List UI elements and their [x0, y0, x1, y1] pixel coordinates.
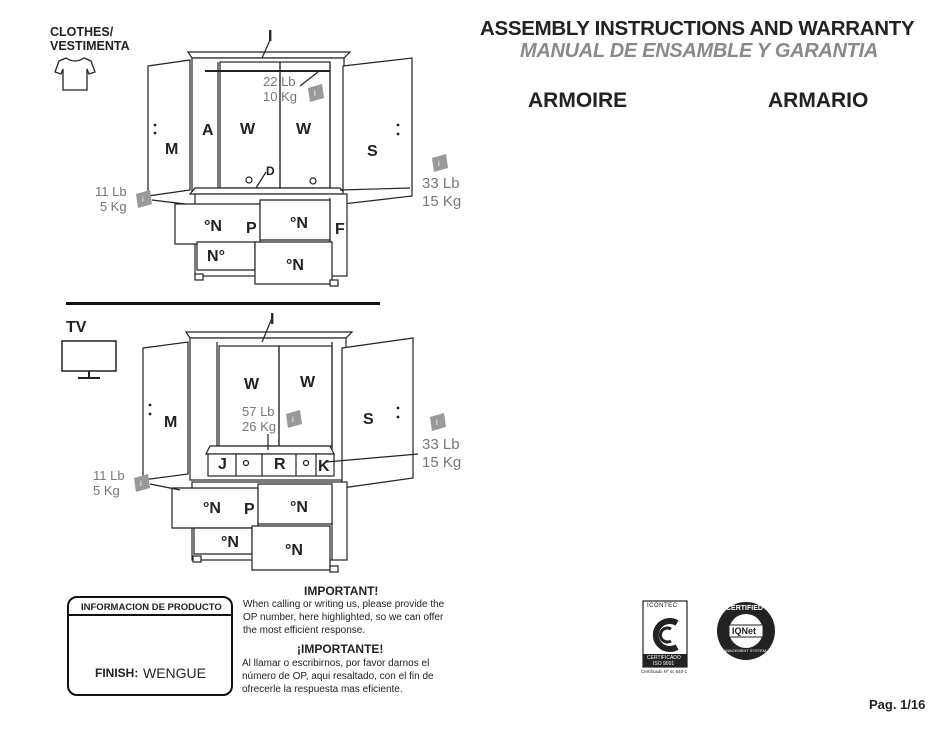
important-title: IMPORTANT!	[304, 584, 379, 598]
part-label-N: °N	[286, 257, 304, 274]
product-name-en: ARMOIRE	[528, 89, 628, 112]
title-es: MANUAL DE ENSAMBLE Y GARANTIA	[520, 40, 878, 62]
clothes-label-en: CLOTHES/	[50, 25, 114, 39]
part-label-N: N°	[207, 248, 225, 265]
part-label-R: R	[274, 456, 286, 473]
page-number: Pag. 1/16	[869, 697, 926, 712]
part-label-P: P	[244, 501, 255, 518]
icontec-logo: ICONTEC CERTIFICADO ISO 9001 Certificado…	[641, 599, 691, 677]
part-label-N: °N	[221, 534, 239, 551]
part-label-A: A	[202, 122, 214, 139]
product-info-box: INFORMACION DE PRODUCTO FINISH: WENGUE	[67, 596, 233, 696]
part-label-S: S	[363, 411, 374, 428]
part-label-F: F	[335, 221, 345, 238]
product-info-divider	[67, 614, 233, 616]
svg-text:i: i	[292, 415, 294, 424]
title-en: ASSEMBLY INSTRUCTIONS AND WARRANTY	[480, 17, 915, 40]
part-label-M: M	[165, 141, 179, 158]
product-info-title: INFORMACION DE PRODUCTO	[81, 602, 222, 613]
iqnet-bottom: MANAGEMENT SYSTEM	[720, 648, 767, 653]
svg-text:i: i	[314, 89, 316, 98]
importante-title: ¡IMPORTANTE!	[297, 642, 384, 656]
part-label-N: °N	[285, 542, 303, 559]
part-label-I: I	[270, 311, 275, 328]
part-label-M: M	[164, 414, 178, 431]
part-label-K: K	[318, 458, 330, 475]
part-label-D: D	[266, 164, 275, 178]
icontec-top: ICONTEC	[647, 603, 678, 609]
part-label-P: P	[246, 220, 257, 237]
section-divider	[66, 302, 380, 305]
part-label-N: °N	[204, 218, 222, 235]
part-label-W: W	[300, 374, 316, 391]
tv-label: TV	[66, 319, 87, 336]
part-label-S: S	[367, 143, 378, 160]
icontec-bottom: CERTIFICADO	[647, 655, 681, 661]
icontec-bottom-iso: ISO 9001	[653, 661, 675, 667]
finish-label: FINISH:	[95, 666, 139, 680]
important-text-es: Al llamar o escribirnos, por favor darno…	[242, 658, 434, 695]
product-name-es: ARMARIO	[768, 89, 869, 112]
clothes-label: CLOTHES/ VESTIMENTA	[50, 25, 130, 53]
part-label-N: °N	[203, 500, 221, 517]
svg-text:i: i	[140, 479, 142, 488]
finish-value: WENGUE	[143, 665, 206, 681]
part-label-N: °N	[290, 215, 308, 232]
part-label-W: W	[296, 121, 312, 138]
part-label-J: J	[218, 456, 227, 473]
part-label-W: W	[240, 121, 256, 138]
iqnet-name: IQNet	[732, 626, 757, 636]
iqnet-top: CERTIFIED	[726, 605, 763, 612]
part-label-N: °N	[290, 499, 308, 516]
svg-text:i: i	[142, 195, 144, 204]
icontec-caption: Certificado Nº sc 640-1	[641, 669, 688, 674]
svg-text:i: i	[436, 418, 438, 427]
clothes-label-es: VESTIMENTA	[50, 39, 130, 53]
iqnet-logo: CERTIFIED IQNet MANAGEMENT SYSTEM	[716, 601, 776, 661]
svg-text:i: i	[438, 159, 440, 168]
part-label-W: W	[244, 376, 260, 393]
important-text-en: When calling or writing us, please provi…	[243, 599, 445, 636]
part-label-I: I	[268, 28, 273, 45]
